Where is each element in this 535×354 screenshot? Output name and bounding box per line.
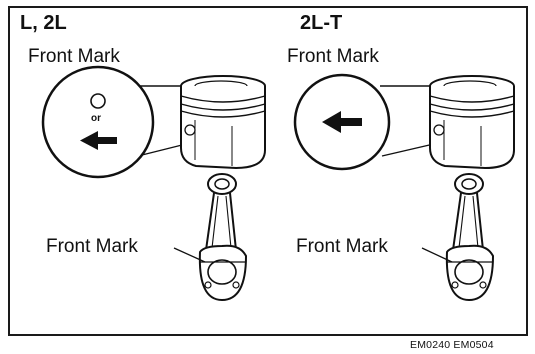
right-piston (430, 76, 514, 168)
left-rod-front-mark-label: Front Mark (46, 236, 138, 258)
right-connecting-rod (447, 174, 493, 300)
left-piston-front-mark-label: Front Mark (28, 46, 120, 68)
right-piston-front-mark-label: Front Mark (287, 46, 379, 68)
left-callout-or-label: or (91, 113, 101, 124)
left-piston (181, 76, 265, 168)
right-heading: 2L-T (300, 12, 342, 35)
right-callout (295, 75, 389, 169)
right-rod-front-mark-label: Front Mark (296, 236, 388, 258)
figure-code: EM0240 EM0504 (410, 339, 494, 351)
left-connecting-rod (200, 174, 246, 300)
left-heading: L, 2L (20, 12, 67, 35)
